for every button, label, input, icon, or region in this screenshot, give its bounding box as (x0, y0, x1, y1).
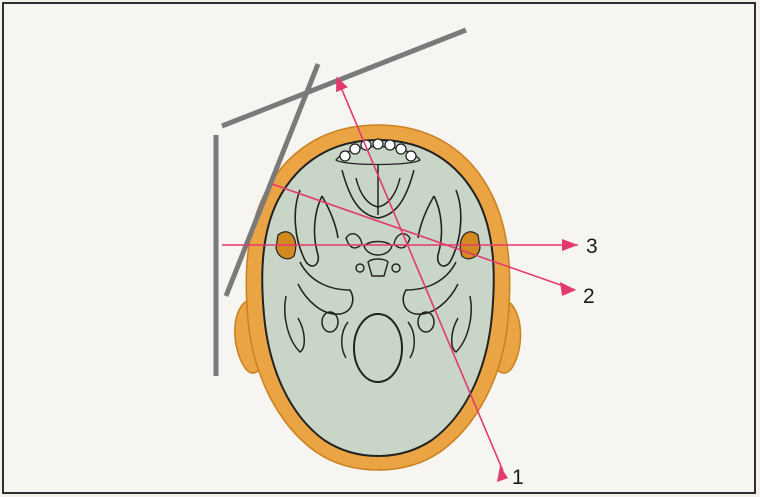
ray-2-label: 2 (583, 285, 595, 308)
ray-1-label: 1 (512, 466, 524, 489)
foramen-magnum (354, 314, 402, 382)
ray-3-label: 3 (586, 235, 598, 258)
